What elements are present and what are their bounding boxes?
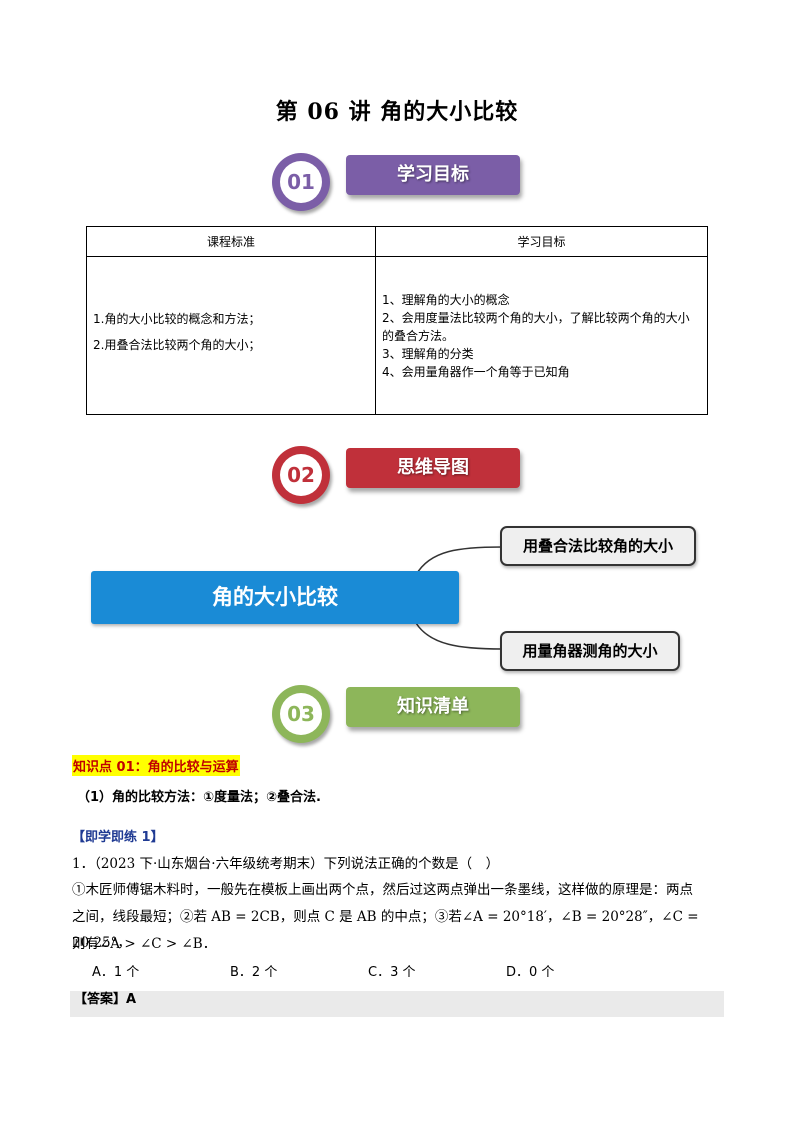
section-number-badge: 03 — [272, 685, 330, 743]
course-standard-cell: 1.角的大小比较的概念和方法； 2.用叠合法比较两个角的大小； — [86, 256, 376, 415]
option-a: A．1 个 — [92, 965, 140, 980]
section-banner: 知识清单 — [346, 687, 520, 727]
section-number-badge: 01 — [272, 153, 330, 211]
mindmap-connectors — [415, 546, 503, 650]
goal-item: 3、理解角的分类 — [382, 346, 474, 361]
question-line: ①木匠师傅锯木料时，一般先在模板上画出两个点，然后过这两点弹出一条墨线，这样做的… — [72, 882, 693, 898]
section-number-badge: 02 — [272, 446, 330, 504]
page-title: 第 06 讲 角的大小比较 — [275, 99, 519, 125]
mindmap-branch-node: 用叠合法比较角的大小 — [500, 526, 696, 566]
section-banner: 学习目标 — [346, 155, 520, 195]
option-c: C．3 个 — [368, 965, 416, 980]
exercise-heading: 【即学即练 1】 — [72, 830, 164, 845]
goal-item: 2、会用度量法比较两个角的大小，了解比较两个角的大小的叠合方法。 — [382, 310, 690, 343]
option-b: B．2 个 — [230, 965, 278, 980]
standard-item: 1.角的大小比较的概念和方法； — [93, 311, 261, 326]
answer-options: A．1 个 B．2 个 C．3 个 D．0 个 — [92, 961, 652, 980]
section-number: 02 — [280, 454, 322, 496]
learning-goals-table: 课程标准 学习目标 1.角的大小比较的概念和方法； 2.用叠合法比较两个角的大小… — [86, 226, 708, 415]
question-line: 则有∠A > ∠C > ∠B． — [72, 936, 217, 952]
option-d: D．0 个 — [506, 965, 555, 980]
section-header-02: 02 思维导图 — [272, 446, 532, 504]
question-line: 之间，线段最短；②若 AB = 2CB，则点 C 是 AB 的中点；③若∠A =… — [72, 909, 699, 951]
standard-item: 2.用叠合法比较两个角的大小； — [93, 337, 261, 352]
table-header: 学习目标 — [375, 226, 708, 257]
answer-box: 【答案】A — [70, 991, 724, 1017]
table-header: 课程标准 — [86, 226, 376, 257]
knowledge-point-title: 知识点 01：角的比较与运算 — [72, 755, 240, 776]
goal-item: 1、理解角的大小的概念 — [382, 292, 510, 307]
section-number: 01 — [280, 161, 322, 203]
section-banner: 思维导图 — [346, 448, 520, 488]
learning-goal-cell: 1、理解角的大小的概念 2、会用度量法比较两个角的大小，了解比较两个角的大小的叠… — [375, 256, 708, 415]
section-number: 03 — [280, 693, 322, 735]
comparison-methods: （1）角的比较方法：①度量法；②叠合法. — [77, 790, 321, 805]
mindmap-branch-node: 用量角器测角的大小 — [500, 631, 680, 671]
section-header-03: 03 知识清单 — [272, 685, 532, 743]
mindmap-center-node: 角的大小比较 — [91, 571, 459, 624]
goal-item: 4、会用量角器作一个角等于已知角 — [382, 364, 570, 379]
section-header-01: 01 学习目标 — [272, 153, 532, 211]
question-line: 1．（2023 下·山东烟台·六年级统考期末）下列说法正确的个数是（ ） — [72, 856, 500, 872]
